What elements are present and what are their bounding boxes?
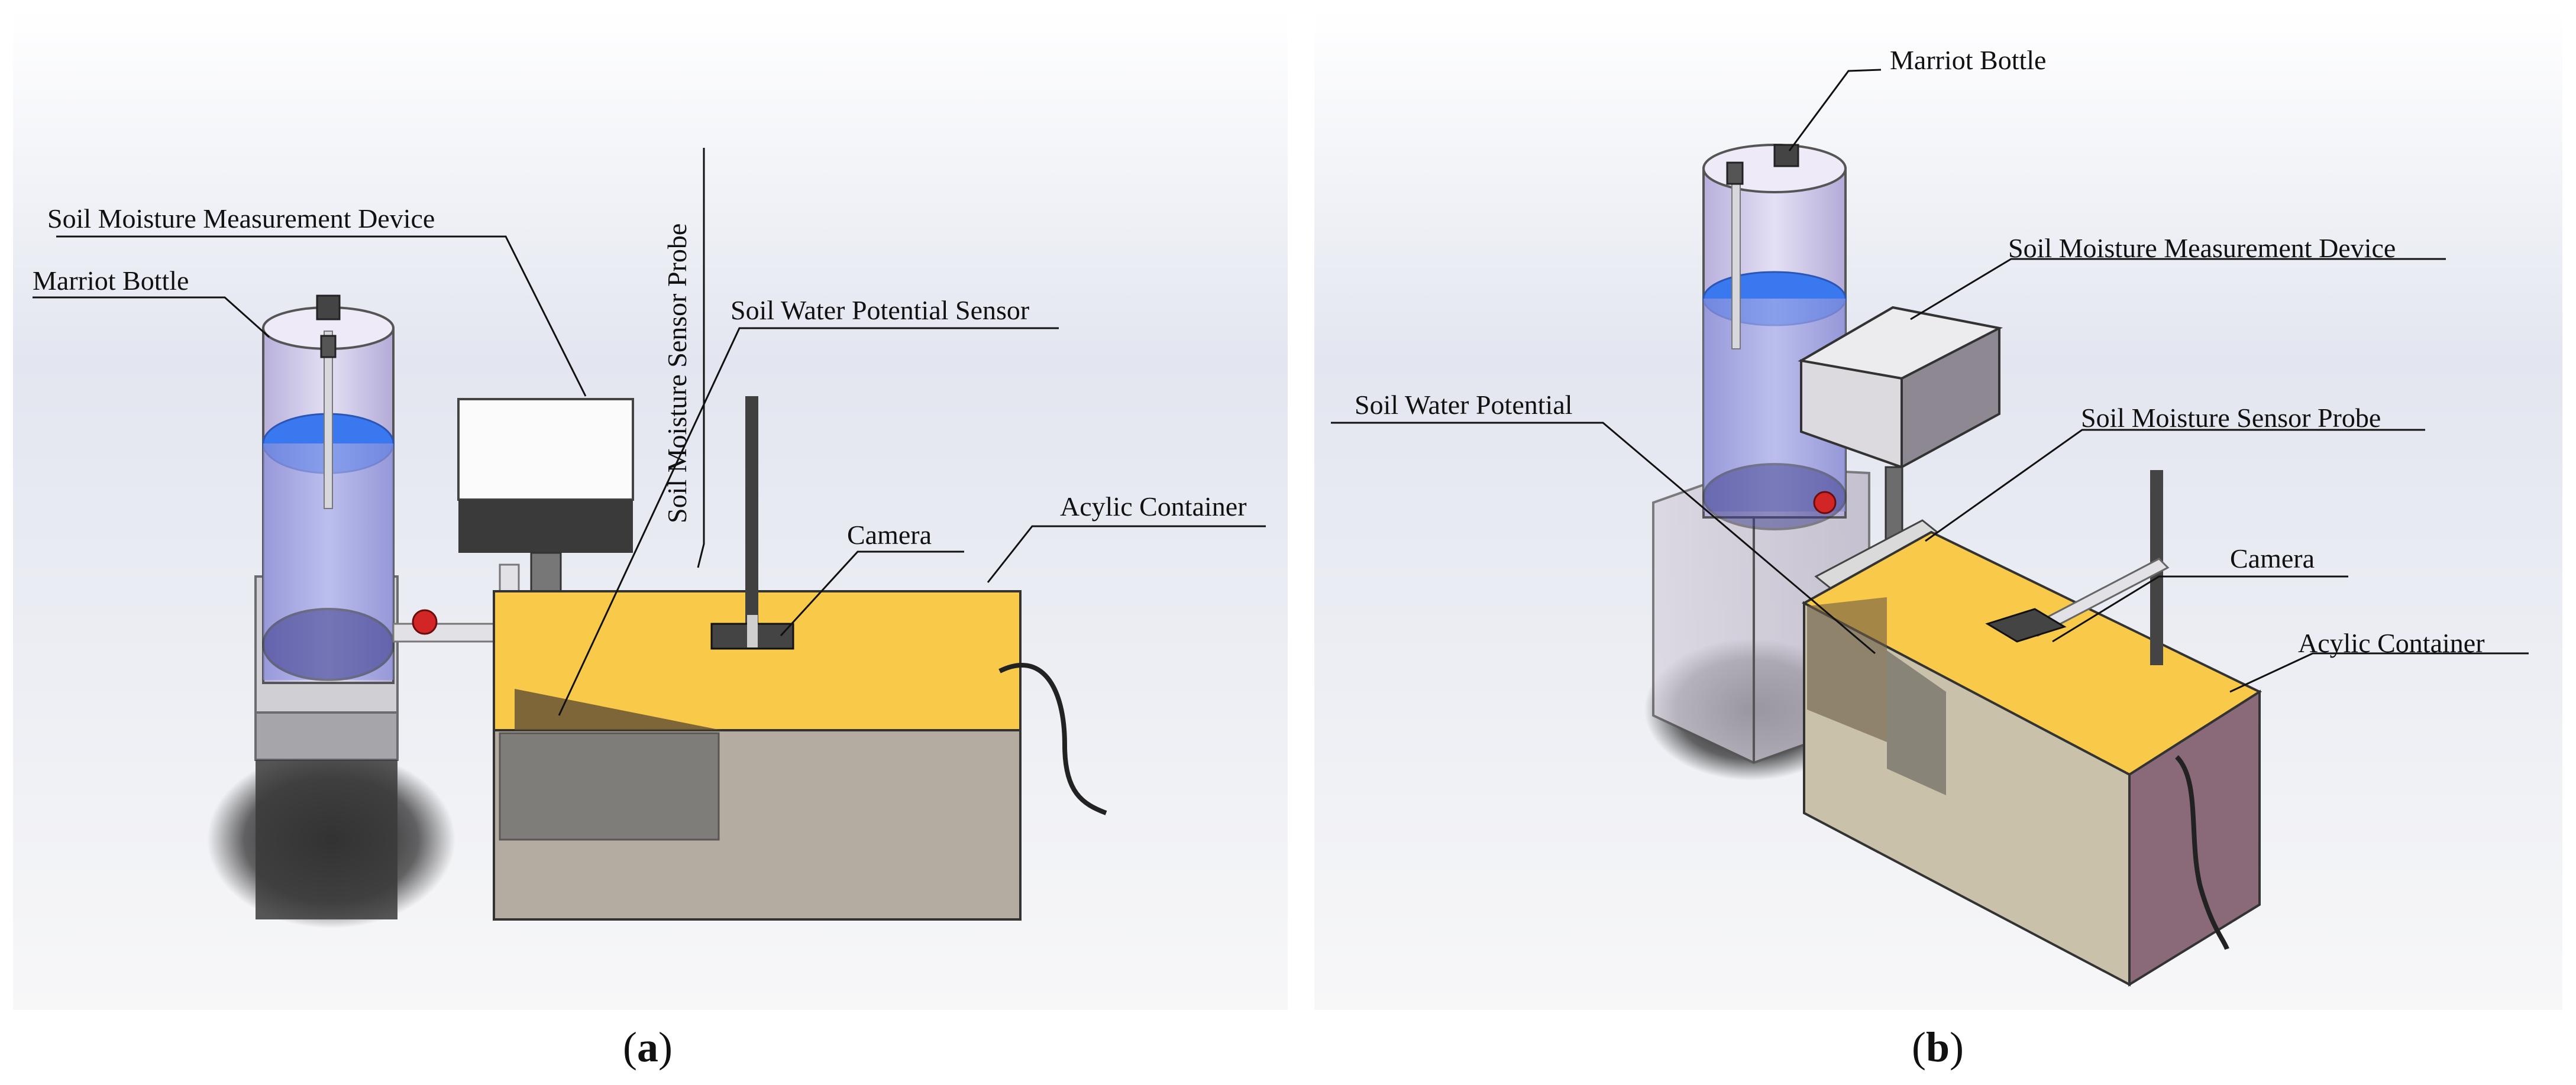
camera-mount bbox=[710, 396, 794, 650]
panel-a: Soil Moisture Measurement Device Marriot… bbox=[13, 11, 1288, 1071]
label-soil-water-potential-sensor-a: Soil Water Potential Sensor bbox=[731, 295, 1029, 325]
label-camera-a: Camera bbox=[847, 520, 932, 550]
valve-icon bbox=[412, 609, 438, 635]
label-soil-water-potential-b: Soil Water Potential bbox=[1355, 390, 1573, 420]
soil-moisture-device-b bbox=[1798, 306, 2003, 628]
label-soil-moisture-probe-a: Soil Moisture Sensor Probe bbox=[662, 224, 692, 523]
label-marriot-bottle-a: Marriot Bottle bbox=[33, 265, 189, 296]
marriot-bottle-b bbox=[1702, 144, 1847, 530]
panel-b: Marriot Bottle Soil Moisture Measurement… bbox=[1314, 11, 2562, 1071]
camera-mount-b bbox=[1985, 470, 2170, 665]
caption-a: (a) bbox=[623, 1024, 673, 1071]
leader-lines-a bbox=[33, 148, 1266, 716]
valve-icon-b bbox=[1813, 491, 1837, 514]
acrylic-container-b bbox=[1801, 530, 2263, 987]
acrylic-container bbox=[493, 590, 1107, 921]
label-marriot-bottle-b: Marriot Bottle bbox=[1890, 45, 2046, 75]
bottle-cap-b bbox=[1773, 144, 1799, 167]
bottle-cap bbox=[316, 294, 341, 320]
label-camera-b: Camera bbox=[2230, 543, 2315, 574]
label-acylic-container-b: Acylic Container bbox=[2298, 628, 2485, 658]
label-soil-moisture-device-b: Soil Moisture Measurement Device bbox=[2008, 233, 2396, 263]
label-acylic-container-a: Acylic Container bbox=[1060, 491, 1247, 522]
leader-lines-b bbox=[1331, 69, 2529, 693]
soil-moisture-device bbox=[457, 398, 634, 737]
marriot-bottle bbox=[262, 294, 395, 684]
caption-b: (b) bbox=[1912, 1024, 1964, 1071]
label-soil-moisture-device-a: Soil Moisture Measurement Device bbox=[47, 203, 435, 234]
label-soil-moisture-probe-b: Soil Moisture Sensor Probe bbox=[2081, 403, 2381, 433]
